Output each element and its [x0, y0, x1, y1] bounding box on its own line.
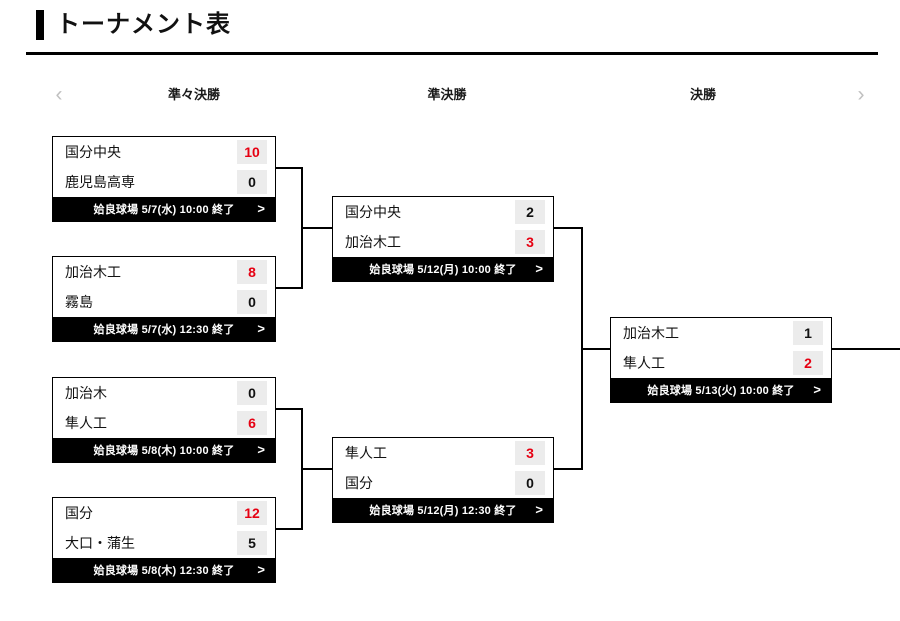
- match-footer[interactable]: 姶良球場 5/7(水) 12:30 終了 >: [53, 317, 275, 341]
- team-row-bottom: 隼人工 6: [53, 408, 275, 438]
- team-name: 鹿児島高専: [65, 174, 135, 190]
- match-venue-datetime: 姶良球場 5/7(水) 10:00 終了: [93, 204, 235, 216]
- round-label-final: 決勝: [689, 87, 716, 102]
- team-name: 国分: [345, 475, 373, 491]
- team-name: 国分中央: [65, 144, 121, 160]
- team-score: 0: [237, 381, 267, 405]
- team-name: 国分: [65, 505, 93, 521]
- team-row-bottom: 加治木工 3: [333, 227, 553, 257]
- match-footer[interactable]: 姶良球場 5/12(月) 10:00 終了 >: [333, 257, 553, 281]
- team-score: 2: [793, 351, 823, 375]
- team-score: 3: [515, 441, 545, 465]
- team-row-top: 国分中央 2: [333, 197, 553, 227]
- team-name: 隼人工: [65, 415, 107, 431]
- team-name: 国分中央: [345, 204, 401, 220]
- team-row-bottom: 隼人工 2: [611, 348, 831, 378]
- round-label-quarterfinals: 準々決勝: [167, 87, 220, 102]
- match-footer[interactable]: 姶良球場 5/8(木) 10:00 終了 >: [53, 438, 275, 462]
- team-name: 隼人工: [623, 355, 665, 371]
- match-venue-datetime: 姶良球場 5/7(水) 12:30 終了: [93, 324, 235, 336]
- team-name: 加治木: [65, 385, 107, 401]
- team-score: 2: [515, 200, 545, 224]
- match-venue-datetime: 姶良球場 5/8(木) 12:30 終了: [93, 565, 235, 577]
- next-round-arrow-icon[interactable]: ›: [857, 83, 865, 106]
- title-divider: [26, 52, 878, 55]
- team-row-bottom: 霧島 0: [53, 287, 275, 317]
- match-footer[interactable]: 姶良球場 5/12(月) 12:30 終了 >: [333, 498, 553, 522]
- team-row-bottom: 大口・蒲生 5: [53, 528, 275, 558]
- match-card-qf4[interactable]: 国分 12 大口・蒲生 5 姶良球場 5/8(木) 12:30 終了 >: [52, 497, 276, 583]
- match-venue-datetime: 姶良球場 5/12(月) 12:30 終了: [369, 505, 517, 517]
- match-venue-datetime: 姶良球場 5/13(火) 10:00 終了: [647, 385, 795, 397]
- team-score: 1: [793, 321, 823, 345]
- chevron-right-icon: >: [535, 261, 543, 276]
- round-label-semifinals: 準決勝: [427, 87, 467, 102]
- match-card-sf1[interactable]: 国分中央 2 加治木工 3 姶良球場 5/12(月) 10:00 終了 >: [332, 196, 554, 282]
- page-header: トーナメント表: [0, 0, 900, 56]
- round-header-bar: ‹ 準々決勝 準決勝 決勝 ›: [0, 80, 900, 110]
- team-name: 大口・蒲生: [65, 535, 135, 551]
- team-score: 3: [515, 230, 545, 254]
- chevron-right-icon: >: [257, 321, 265, 336]
- team-row-bottom: 国分 0: [333, 468, 553, 498]
- match-card-qf2[interactable]: 加治木工 8 霧島 0 姶良球場 5/7(水) 12:30 終了 >: [52, 256, 276, 342]
- team-name: 加治木工: [623, 325, 679, 341]
- team-score: 10: [237, 140, 267, 164]
- chevron-right-icon: >: [257, 442, 265, 457]
- team-score: 0: [237, 170, 267, 194]
- page-title-row: トーナメント表: [36, 10, 231, 40]
- match-card-final[interactable]: 加治木工 1 隼人工 2 姶良球場 5/13(火) 10:00 終了 >: [610, 317, 832, 403]
- chevron-right-icon: >: [257, 201, 265, 216]
- team-score: 8: [237, 260, 267, 284]
- title-accent-bar: [36, 10, 44, 40]
- team-name: 霧島: [65, 294, 93, 310]
- match-footer[interactable]: 姶良球場 5/7(水) 10:00 終了 >: [53, 197, 275, 221]
- team-name: 加治木工: [345, 234, 401, 250]
- team-row-top: 加治木 0: [53, 378, 275, 408]
- match-card-qf1[interactable]: 国分中央 10 鹿児島高専 0 姶良球場 5/7(水) 10:00 終了 >: [52, 136, 276, 222]
- team-score: 12: [237, 501, 267, 525]
- team-row-top: 加治木工 8: [53, 257, 275, 287]
- team-row-top: 国分 12: [53, 498, 275, 528]
- match-card-qf3[interactable]: 加治木 0 隼人工 6 姶良球場 5/8(木) 10:00 終了 >: [52, 377, 276, 463]
- match-venue-datetime: 姶良球場 5/8(木) 10:00 終了: [93, 445, 235, 457]
- team-score: 5: [237, 531, 267, 555]
- match-card-sf2[interactable]: 隼人工 3 国分 0 姶良球場 5/12(月) 12:30 終了 >: [332, 437, 554, 523]
- team-name: 加治木工: [65, 264, 121, 280]
- page-title: トーナメント表: [56, 11, 231, 38]
- team-row-top: 隼人工 3: [333, 438, 553, 468]
- team-score: 0: [237, 290, 267, 314]
- team-row-top: 国分中央 10: [53, 137, 275, 167]
- chevron-right-icon: >: [257, 562, 265, 577]
- team-score: 6: [237, 411, 267, 435]
- match-footer[interactable]: 姶良球場 5/13(火) 10:00 終了 >: [611, 378, 831, 402]
- team-row-bottom: 鹿児島高専 0: [53, 167, 275, 197]
- team-name: 隼人工: [345, 445, 387, 461]
- chevron-right-icon: >: [813, 382, 821, 397]
- chevron-right-icon: >: [535, 502, 543, 517]
- match-footer[interactable]: 姶良球場 5/8(木) 12:30 終了 >: [53, 558, 275, 582]
- prev-round-arrow-icon[interactable]: ‹: [55, 83, 63, 106]
- match-venue-datetime: 姶良球場 5/12(月) 10:00 終了: [369, 264, 517, 276]
- team-score: 0: [515, 471, 545, 495]
- team-row-top: 加治木工 1: [611, 318, 831, 348]
